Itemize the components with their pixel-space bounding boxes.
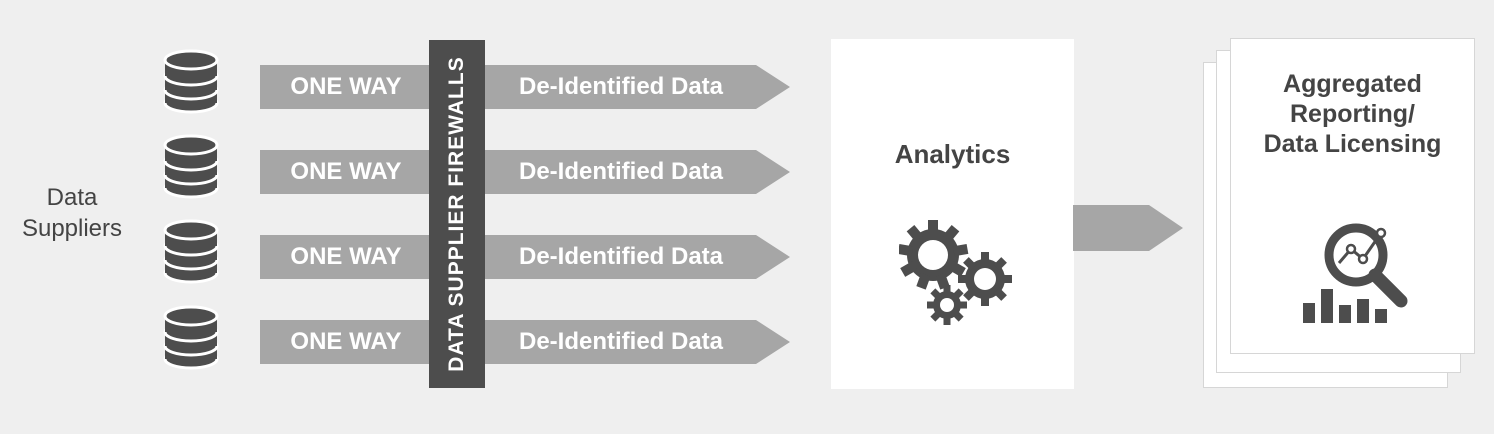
one-way-label: ONE WAY	[290, 73, 402, 100]
report-title: Aggregated Reporting/ Data Licensing	[1263, 70, 1442, 158]
flow-arrow	[260, 235, 790, 279]
de-identified-data-label: De-Identified Data	[518, 243, 724, 270]
firewall-bar: DATA SUPPLIER FIREWALLS	[429, 40, 485, 388]
flow-arrow	[260, 320, 790, 364]
flow-arrow	[260, 150, 790, 194]
database-icon	[163, 219, 219, 284]
magnifier-chart-icon	[1303, 223, 1408, 323]
analytics-card: Analytics	[831, 39, 1074, 389]
flow-arrow-to-report	[1073, 205, 1183, 251]
one-way-label: ONE WAY	[290, 328, 402, 355]
gears-icon	[899, 220, 1012, 325]
database-icon	[163, 49, 219, 114]
report-card: Aggregated Reporting/ Data Licensing	[1230, 38, 1475, 354]
analytics-title: Analytics	[894, 139, 1011, 169]
data-suppliers-label: Data Suppliers	[21, 184, 123, 242]
database-icon	[163, 305, 219, 370]
one-way-label: ONE WAY	[290, 158, 402, 185]
de-identified-data-label: De-Identified Data	[518, 73, 724, 100]
firewall-label: DATA SUPPLIER FIREWALLS	[445, 56, 468, 372]
de-identified-data-label: De-Identified Data	[518, 328, 724, 355]
one-way-label: ONE WAY	[290, 243, 402, 270]
flow-arrow	[260, 65, 790, 109]
de-identified-data-label: De-Identified Data	[518, 158, 724, 185]
database-icon	[163, 134, 219, 199]
